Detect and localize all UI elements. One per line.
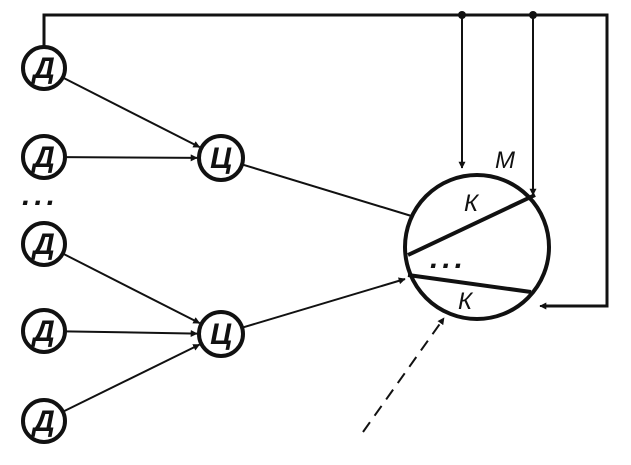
- external-input-arrow: [362, 317, 445, 433]
- sensor-node: Д: [21, 221, 67, 267]
- sensor-label: Д: [30, 52, 55, 85]
- center-label: Ц: [210, 318, 232, 351]
- edge-c2-m: [241, 277, 406, 329]
- sensor-ellipsis: ...: [22, 179, 59, 212]
- sensor-node: Д: [21, 398, 67, 444]
- feedback-line: [42, 13, 609, 308]
- memory-divider-top: [407, 193, 536, 257]
- memory-cell-label-top: К: [464, 190, 480, 217]
- edge-d1-c1: [62, 76, 201, 149]
- center-node: Ц: [197, 134, 245, 182]
- sensor-label: Д: [30, 228, 55, 261]
- sensor-label: Д: [30, 315, 55, 348]
- sensor-label: Д: [30, 141, 55, 174]
- sensor-node: Д: [21, 308, 67, 354]
- memory-divider-bottom: [407, 273, 532, 294]
- edge-c1-m: [241, 163, 419, 220]
- memory-ellipsis: ...: [430, 242, 467, 275]
- memory-unit: К ... К: [403, 173, 551, 321]
- edge-d5-c2: [62, 343, 201, 413]
- center-node: Ц: [197, 310, 245, 358]
- connection-edges: [62, 76, 419, 413]
- center-label: Ц: [210, 142, 232, 175]
- edge-d4-c2: [64, 329, 198, 337]
- edge-d3-c2: [62, 252, 201, 325]
- memory-label: М: [495, 147, 515, 174]
- edge-d2-c1: [64, 154, 198, 162]
- sensor-node: Д: [21, 45, 67, 91]
- sensor-node: Д: [21, 134, 67, 180]
- sensor-nodes: Д Д Д Д Д: [21, 45, 67, 444]
- sensor-label: Д: [30, 405, 55, 438]
- memory-cell-label-bottom: К: [458, 288, 474, 315]
